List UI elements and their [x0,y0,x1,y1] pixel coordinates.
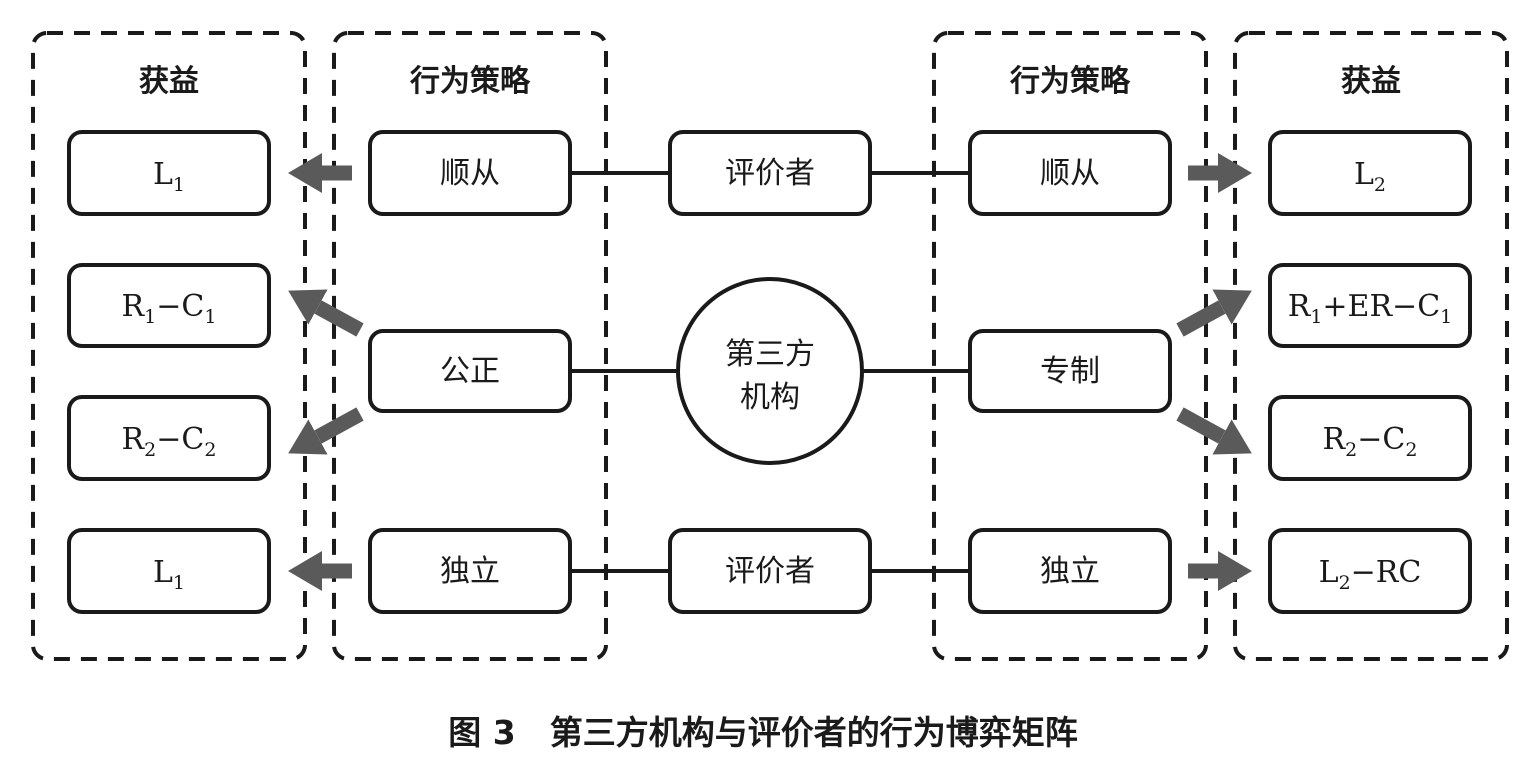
left-strategy-label-2: 公正 [440,354,500,389]
left-payoff-box-4 [67,528,271,614]
left-payoff-4-a: L [153,555,173,590]
left-payoff-label-2: R1−C1 [122,289,217,328]
left-payoff-1-a-sub: 1 [173,174,185,196]
right-payoff-4-op: −RC [1351,555,1422,590]
right-payoff-3-op: − [1357,422,1382,457]
right-payoff-1-a-sub: 2 [1374,174,1386,196]
left-payoff-3-b: C [181,422,204,457]
third-party-circle [676,277,864,465]
right-payoff-4-a-sub: 2 [1339,572,1351,594]
left-strategy-group [332,31,608,661]
evaluator-label-bottom: 评价者 [725,554,815,589]
left-payoff-2-a-sub: 1 [144,306,156,328]
right-payoff-box-2 [1268,263,1472,348]
right-payoff-3-a: R [1323,422,1347,457]
left-strategy-box-3 [368,528,572,614]
evaluator-label-top: 评价者 [725,156,815,191]
right-payoff-header: 获益 [1341,64,1401,99]
right-payoff-3-a-sub: 2 [1345,439,1357,461]
right-payoff-label-4: L2−RC [1319,555,1422,594]
left-payoff-group [31,31,307,661]
right-payoff-box-1 [1268,130,1472,216]
left-strategy-box-1 [368,130,572,216]
figure-caption: 图 3 第三方机构与评价者的行为博弈矩阵 [0,706,1526,754]
right-payoff-2-a-sub: 1 [1310,306,1322,328]
left-strategy-box-2 [368,329,572,413]
left-payoff-box-3 [67,395,271,481]
figure-title: 第三方机构与评价者的行为博弈矩阵 [549,713,1078,752]
left-payoff-2-b: C [181,289,204,324]
right-payoff-4-a: L [1319,555,1339,590]
arrow-left-2 [288,289,364,337]
connector-lines [570,171,970,573]
left-payoff-label-1: L1 [153,157,185,196]
arrow-right-2 [1176,289,1252,337]
right-payoff-box-3 [1268,395,1472,481]
left-payoff-3-b-sub: 2 [204,439,216,461]
right-strategy-label-3: 独立 [1040,554,1100,589]
left-strategy-label-1: 顺从 [440,156,500,191]
left-payoff-4-a-sub: 1 [173,572,185,594]
right-payoff-group [1233,31,1509,661]
right-strategy-group [932,31,1208,661]
left-payoff-2-a: R [122,289,146,324]
right-payoff-3-b-sub: 2 [1405,439,1417,461]
right-payoff-1-a: L [1354,157,1374,192]
right-strategy-box-1 [968,130,1172,216]
left-payoff-label-4: L1 [153,555,185,594]
left-payoff-3-a-sub: 2 [144,439,156,461]
right-payoff-label-2: R1+ER−C1 [1288,289,1453,328]
third-party-label-line1: 第三方 [725,337,815,372]
right-payoff-3-b: C [1382,422,1405,457]
third-party-label-line2: 机构 [740,380,800,415]
left-payoff-label-3: R2−C2 [122,422,217,461]
right-payoff-label-1: L2 [1354,157,1386,196]
right-strategy-box-2 [968,329,1172,413]
right-strategy-header: 行为策略 [1009,64,1131,99]
right-payoff-2-op: +ER− [1322,289,1417,324]
left-payoff-3-op: − [156,422,181,457]
left-payoff-header: 获益 [139,64,199,99]
right-strategy-label-2: 专制 [1040,354,1100,389]
right-payoff-box-4 [1268,528,1472,614]
left-payoff-box-2 [67,263,271,348]
arrow-left-3 [288,407,364,455]
right-payoff-2-b: C [1417,289,1440,324]
left-strategy-header: 行为策略 [409,64,531,99]
left-payoff-2-op: − [156,289,181,324]
right-payoff-2-b-sub: 1 [1440,306,1452,328]
figure-number: 图 3 [448,713,516,752]
left-payoff-1-a: L [153,157,173,192]
evaluator-box-top [668,130,872,216]
left-payoff-3-a: R [122,422,146,457]
left-payoff-2-b-sub: 1 [204,306,216,328]
right-payoff-2-a: R [1288,289,1312,324]
right-payoff-label-3: R2−C2 [1323,422,1418,461]
right-strategy-box-3 [968,528,1172,614]
evaluator-box-bottom [668,528,872,614]
right-strategy-label-1: 顺从 [1040,156,1100,191]
left-payoff-box-1 [67,130,271,216]
arrow-right-3 [1176,407,1252,455]
left-strategy-label-3: 独立 [440,554,500,589]
